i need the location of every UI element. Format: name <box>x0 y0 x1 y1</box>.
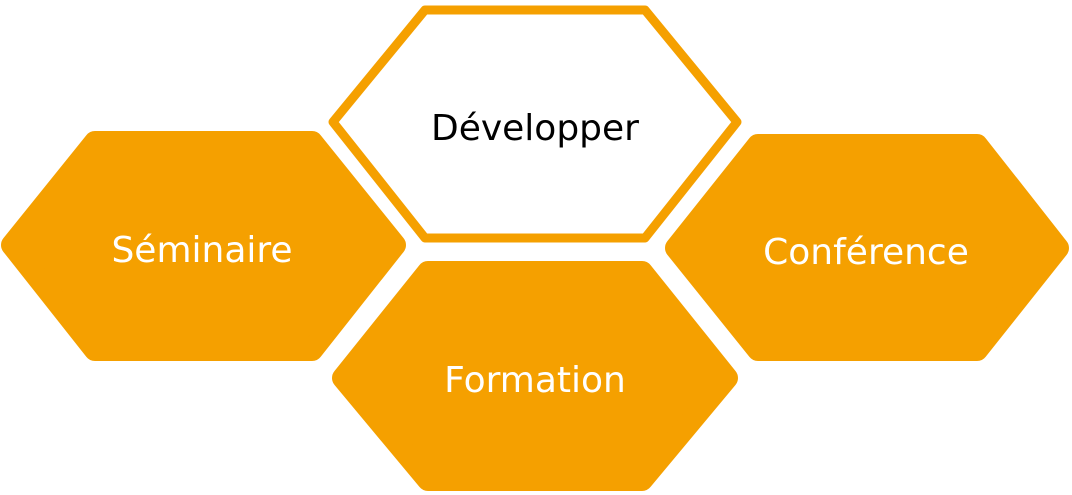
hexagon-label-seminaire: Séminaire <box>111 230 292 271</box>
hexagon-conference: Conférence <box>665 134 1069 361</box>
hexagon-label-formation: Formation <box>444 360 626 401</box>
hexagon-developper: Développer <box>328 5 742 243</box>
hexagon-label-conference: Conférence <box>763 232 969 273</box>
hexagon-label-developper: Développer <box>431 108 639 149</box>
hexagon-formation: Formation <box>332 261 738 491</box>
hexagon-seminaire: Séminaire <box>1 131 406 361</box>
